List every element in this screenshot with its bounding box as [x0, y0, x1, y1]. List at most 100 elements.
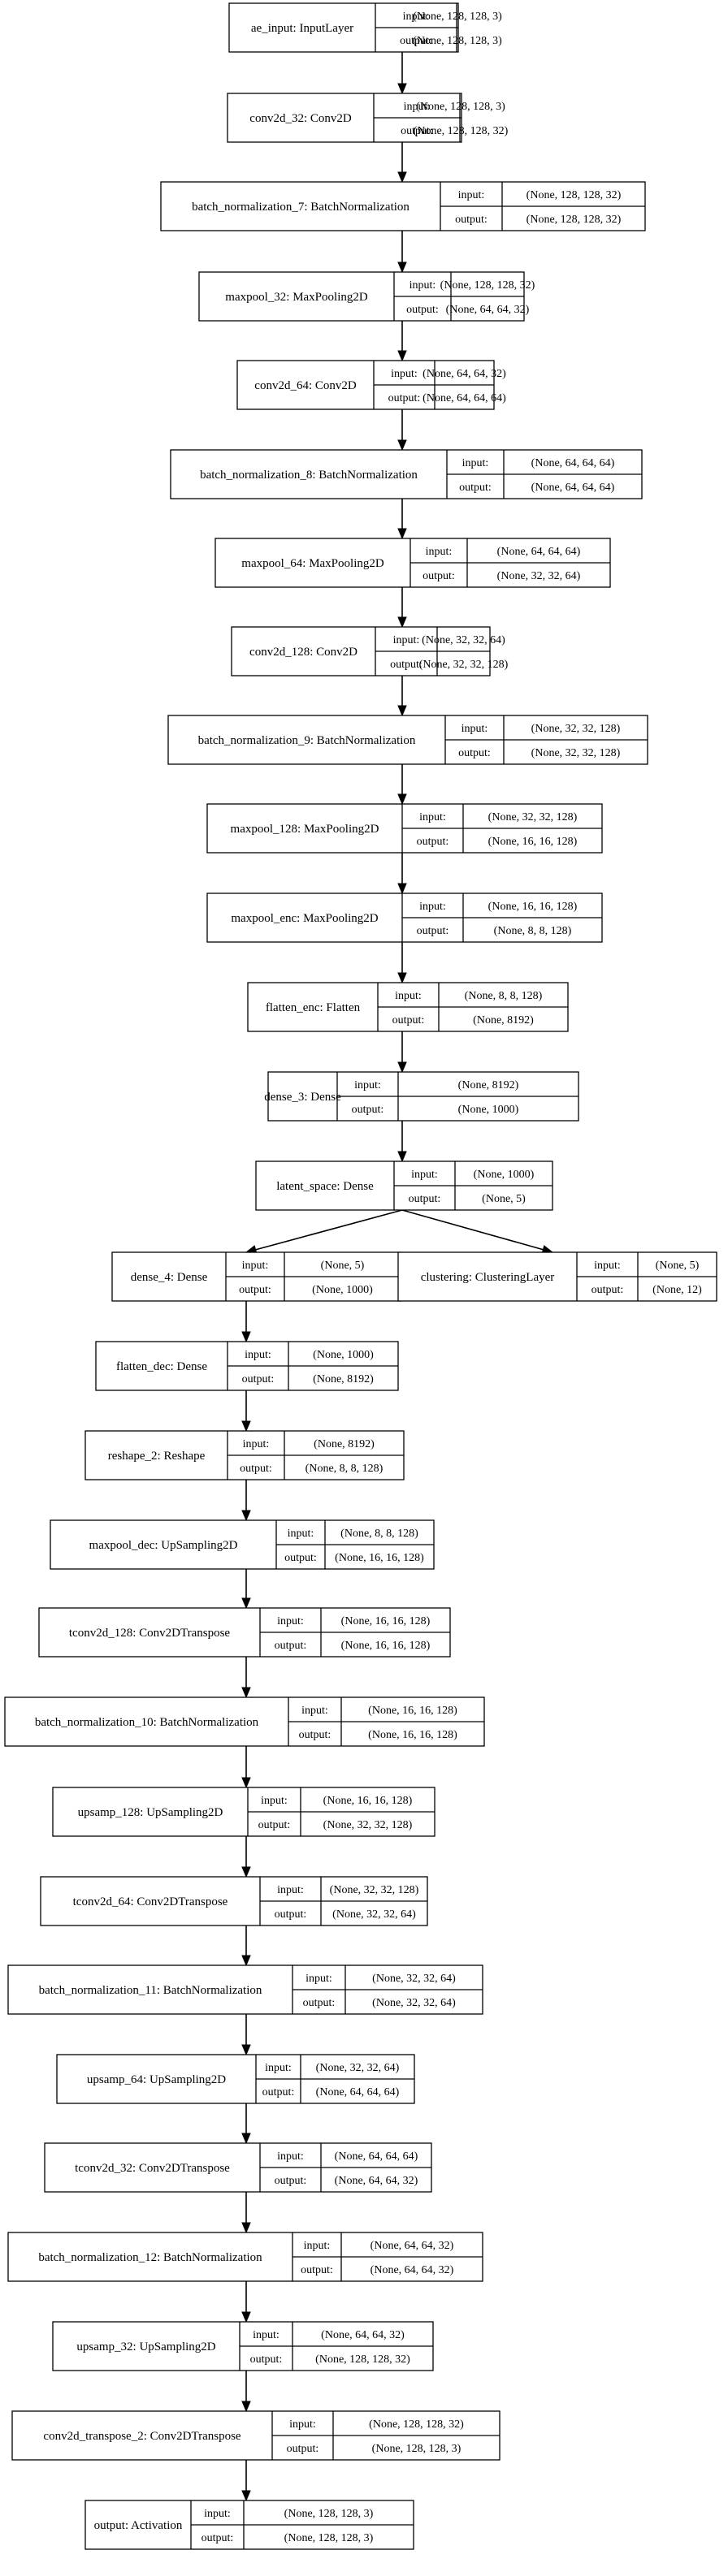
edge-maxpool-128-to-maxpool-enc — [397, 853, 407, 895]
output-shape: (None, 64, 64, 32) — [335, 2175, 418, 2187]
arrow-head-icon — [397, 1061, 407, 1074]
input-label: input: — [403, 11, 430, 23]
output-label: output: — [458, 747, 491, 759]
input-shape: (None, 16, 16, 128) — [341, 1615, 431, 1627]
input-label: input: — [261, 1795, 288, 1807]
output-label: output: — [422, 570, 455, 582]
input-label: input: — [393, 634, 420, 646]
arrow-head-icon — [397, 793, 407, 806]
arrow-head-icon — [397, 528, 407, 540]
layer-name: batch_normalization_10: BatchNormalizati… — [35, 1716, 259, 1729]
input-shape: (None, 32, 32, 128) — [488, 811, 578, 823]
layer-name: tconv2d_32: Conv2DTranspose — [75, 2162, 230, 2175]
output-shape: (None, 16, 16, 128) — [368, 1729, 457, 1741]
input-shape: (None, 8192) — [458, 1079, 519, 1091]
input-label: input: — [253, 2329, 280, 2341]
layer-node-maxpool-64: maxpool_64: MaxPooling2Dinput:output:(No… — [214, 538, 611, 588]
edge-reshape-2-to-maxpool-dec — [241, 1480, 251, 1522]
output-label: output: — [239, 1284, 271, 1296]
input-label: input: — [404, 101, 431, 113]
output-label: output: — [287, 2443, 319, 2455]
input-label: input: — [245, 1349, 271, 1361]
edge-latent-space-to-dense-4 — [245, 1209, 403, 1255]
layer-name: ae_input: InputLayer — [251, 22, 353, 35]
layer-node-upsamp-64: upsamp_64: UpSampling2Dinput:output:(Non… — [56, 2054, 415, 2104]
layer-node-batch-normalization-11: batch_normalization_11: BatchNormalizati… — [7, 1964, 483, 2015]
output-label: output: — [275, 2175, 307, 2187]
layer-name: upsamp_32: UpSampling2D — [76, 2340, 215, 2353]
output-label: output: — [299, 1729, 332, 1741]
edge-batch-normalization-7-to-maxpool-32 — [397, 231, 407, 274]
output-shape: (None, 128, 128, 32) — [526, 214, 622, 226]
input-shape: (None, 1000) — [313, 1349, 374, 1361]
edge-conv2d-transpose-2-to-output — [241, 2460, 251, 2502]
layer-name: conv2d_64: Conv2D — [254, 379, 357, 392]
layer-name: maxpool_32: MaxPooling2D — [225, 291, 368, 304]
layer-name: maxpool_enc: MaxPooling2D — [231, 912, 378, 925]
layer-node-upsamp-128: upsamp_128: UpSampling2Dinput:output:(No… — [52, 1787, 436, 1837]
input-shape: (None, 64, 64, 64) — [531, 457, 615, 469]
input-shape: (None, 128, 128, 32) — [440, 279, 535, 292]
output-label: output: — [390, 659, 422, 671]
layer-node-maxpool-enc: maxpool_enc: MaxPooling2Dinput:output:(N… — [206, 893, 603, 943]
output-label: output: — [392, 1014, 425, 1027]
input-shape: (None, 8, 8, 128) — [340, 1528, 418, 1540]
output-shape: (None, 8192) — [473, 1014, 534, 1027]
layer-name: conv2d_128: Conv2D — [249, 646, 358, 659]
output-shape: (None, 8, 8, 128) — [494, 925, 572, 937]
arrow-head-icon — [241, 1955, 251, 1967]
input-shape: (None, 8192) — [314, 1438, 375, 1450]
output-label: output: — [301, 2264, 333, 2276]
output-shape: (None, 128, 128, 32) — [315, 2353, 410, 2366]
layer-name: upsamp_128: UpSampling2D — [78, 1806, 223, 1819]
layer-name: output: Activation — [94, 2519, 183, 2532]
layer-name: batch_normalization_8: BatchNormalizatio… — [200, 469, 418, 482]
input-label: input: — [301, 1705, 328, 1717]
output-shape: (None, 1000) — [458, 1104, 519, 1116]
output-label: output: — [284, 1552, 317, 1564]
output-label: output: — [352, 1104, 384, 1116]
layer-name: clustering: ClusteringLayer — [421, 1271, 555, 1284]
layer-box — [236, 360, 495, 410]
output-label: output: — [401, 125, 433, 137]
layer-node-upsamp-32: upsamp_32: UpSampling2Dinput:output:(Non… — [52, 2321, 434, 2371]
input-shape: (None, 16, 16, 128) — [488, 901, 578, 913]
edge-conv2d-64-to-batch-normalization-8 — [397, 409, 407, 452]
layer-name: reshape_2: Reshape — [108, 1450, 206, 1463]
output-shape: (None, 32, 32, 128) — [531, 747, 621, 759]
input-shape: (None, 1000) — [474, 1169, 535, 1181]
input-label: input: — [395, 990, 422, 1002]
layer-name: dense_4: Dense — [131, 1271, 208, 1284]
layer-node-maxpool-32: maxpool_32: MaxPooling2Dinput:output:(No… — [198, 271, 535, 322]
edge-flatten-dec-to-reshape-2 — [241, 1390, 251, 1433]
edge-line — [401, 1209, 544, 1251]
layer-node-conv2d-128: conv2d_128: Conv2D input: output: (None, 32… — [231, 626, 509, 676]
input-label: input: — [410, 279, 436, 292]
output-shape: (None, 64, 64, 64) — [422, 392, 506, 404]
output-shape: (None, 5) — [482, 1193, 526, 1205]
layer-node-conv2d-transpose-2: conv2d_transpose_2: Conv2DTransposeinput… — [11, 2410, 500, 2461]
output-label: output: — [303, 1997, 336, 2009]
output-label: output: — [262, 2086, 295, 2098]
layer-name: tconv2d_64: Conv2DTranspose — [73, 1895, 228, 1908]
edge-maxpool-64-to-conv2d-128 — [397, 587, 407, 629]
layer-name: conv2d_transpose_2: Conv2DTranspose — [43, 2430, 241, 2443]
output-shape: (None, 64, 64, 32) — [446, 304, 530, 316]
layer-node-batch-normalization-8: batch_normalization_8: BatchNormalizatio… — [170, 449, 643, 499]
input-shape: (None, 5) — [656, 1260, 700, 1272]
layer-node-maxpool-dec: maxpool_dec: UpSampling2Dinput:output:(N… — [50, 1519, 435, 1570]
input-shape: (None, 32, 32, 64) — [422, 634, 505, 646]
arrow-head-icon — [241, 2222, 251, 2234]
edge-batch-normalization-12-to-upsamp-32 — [241, 2281, 251, 2323]
input-shape: (None, 32, 32, 64) — [316, 2062, 400, 2074]
arrow-head-icon — [397, 83, 407, 95]
input-shape: (None, 32, 32, 64) — [372, 1973, 456, 1985]
output-label: output: — [459, 482, 492, 494]
layer-name: maxpool_dec: UpSampling2D — [89, 1539, 238, 1552]
edge-maxpool-32-to-conv2d-64 — [397, 321, 407, 362]
arrow-head-icon — [241, 1866, 251, 1878]
